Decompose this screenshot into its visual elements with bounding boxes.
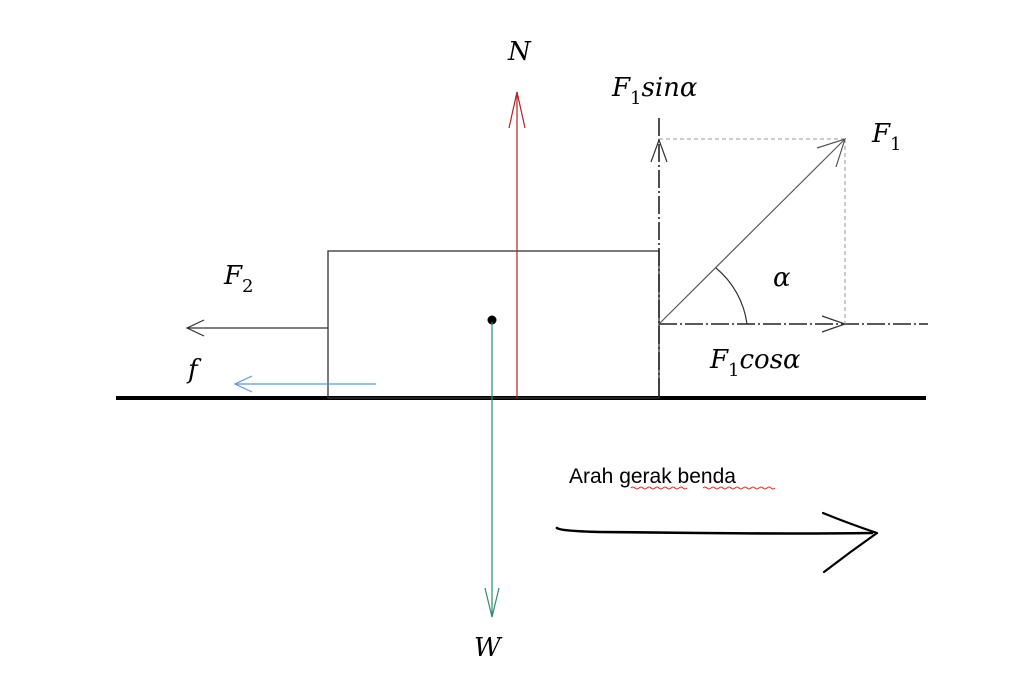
f2-arrow — [185, 319, 328, 337]
f1-sin-component-arrow — [650, 118, 668, 398]
f1-arrow — [658, 138, 846, 325]
f2-label: F2 — [223, 261, 254, 297]
f1-label: F1 — [871, 119, 902, 155]
spellcheck-squiggle-gerak — [630, 486, 688, 490]
weight-label: W — [474, 633, 503, 663]
weight-arrow — [484, 322, 500, 618]
friction-label: f — [186, 355, 202, 385]
center-of-mass-dot — [487, 315, 497, 325]
block — [327, 250, 660, 399]
motion-direction-label: Arah gerak benda — [569, 465, 736, 488]
projection-guides — [659, 138, 846, 324]
f1-sin-label: F1sinα — [611, 73, 698, 109]
normal-force-label: N — [507, 37, 532, 67]
spellcheck-squiggle-benda — [702, 486, 776, 490]
angle-arc — [715, 267, 748, 325]
motion-direction-arrow — [555, 511, 879, 574]
friction-arrow — [233, 375, 376, 393]
angle-label: α — [773, 263, 791, 293]
f1-cos-component-arrow — [659, 315, 928, 333]
normal-force-arrow — [508, 91, 526, 398]
f1-cos-label: F1cosα — [709, 345, 801, 381]
